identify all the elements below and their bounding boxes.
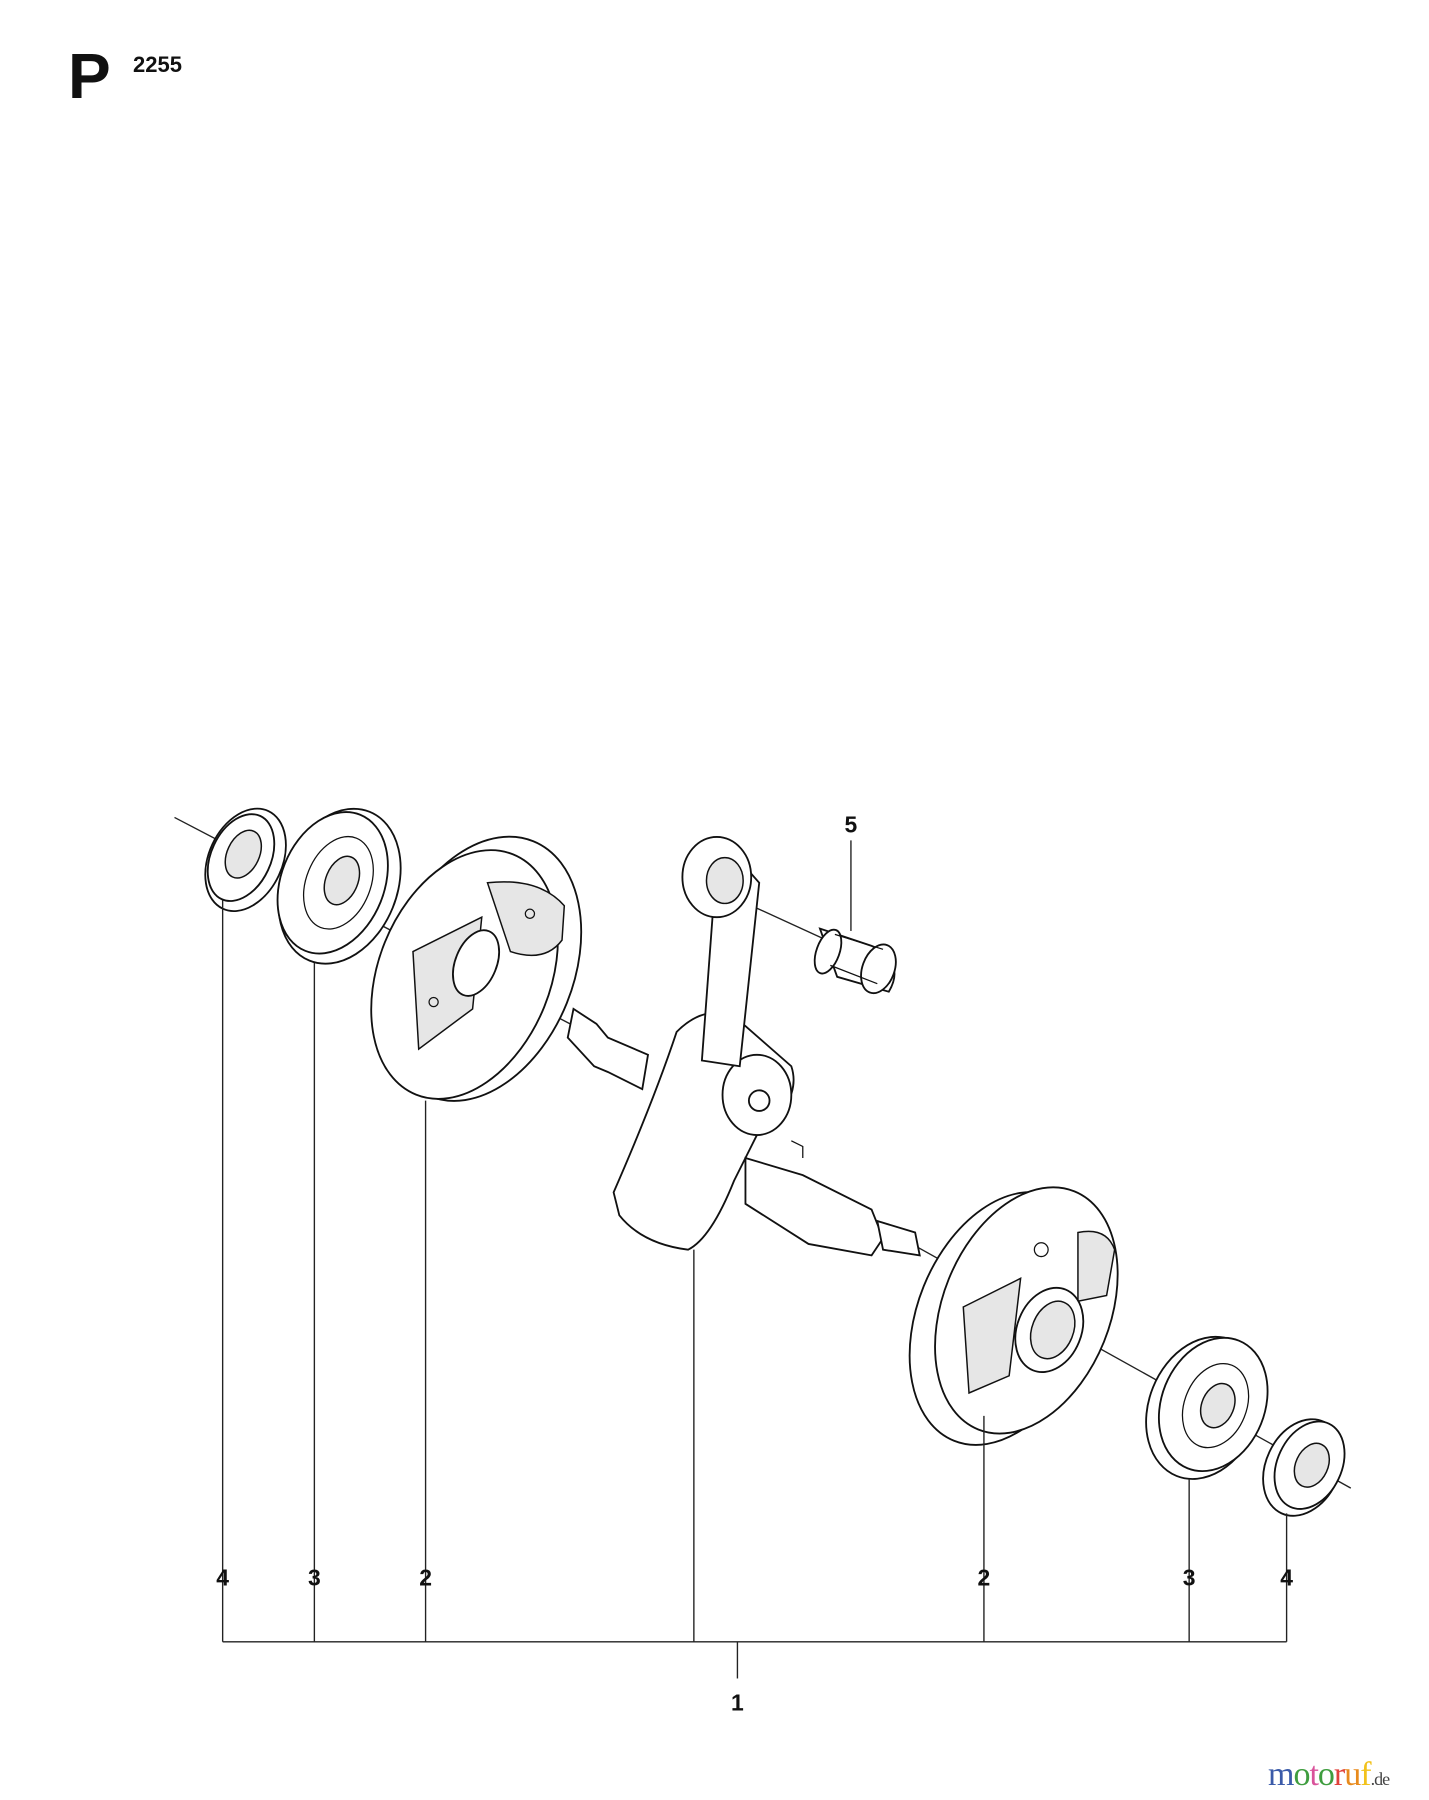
callout-seal-left: 4	[216, 1565, 229, 1591]
callout-assembly: 1	[731, 1690, 744, 1716]
seal-right	[1262, 1418, 1346, 1517]
watermark-logo: motoruf.de	[1268, 1756, 1390, 1794]
callout-flywheel-right: 2	[978, 1565, 991, 1591]
bearing-right	[1145, 1335, 1269, 1480]
flywheel-right	[908, 1186, 1119, 1446]
callout-bearing-right: 3	[1183, 1565, 1196, 1591]
callout-seal-right: 4	[1280, 1565, 1293, 1591]
callout-bearing-left: 3	[308, 1565, 321, 1591]
callout-flywheel-left: 2	[419, 1565, 432, 1591]
watermark-letter: o	[1317, 1756, 1335, 1793]
callout-needle-bearing: 5	[845, 811, 858, 837]
watermark-letter: o	[1293, 1756, 1310, 1793]
watermark-letter: f	[1360, 1756, 1371, 1793]
watermark-letter: r	[1333, 1756, 1345, 1793]
crankshaft	[566, 1007, 921, 1257]
watermark-letter: t	[1309, 1756, 1319, 1793]
watermark-text: motoruf	[1268, 1756, 1372, 1793]
watermark-letter: u	[1344, 1756, 1361, 1793]
leader-lines	[221, 840, 1288, 1679]
connecting-rod	[681, 836, 761, 1068]
model-number: 2255	[133, 52, 182, 77]
flywheel-left	[370, 835, 583, 1102]
section-letter: P	[68, 40, 111, 112]
needle-bearing	[813, 927, 897, 995]
watermark-letter: m	[1268, 1756, 1294, 1793]
watermark-suffix: .de	[1370, 1769, 1390, 1789]
seal-left	[204, 807, 287, 913]
bearing-left	[276, 807, 402, 965]
